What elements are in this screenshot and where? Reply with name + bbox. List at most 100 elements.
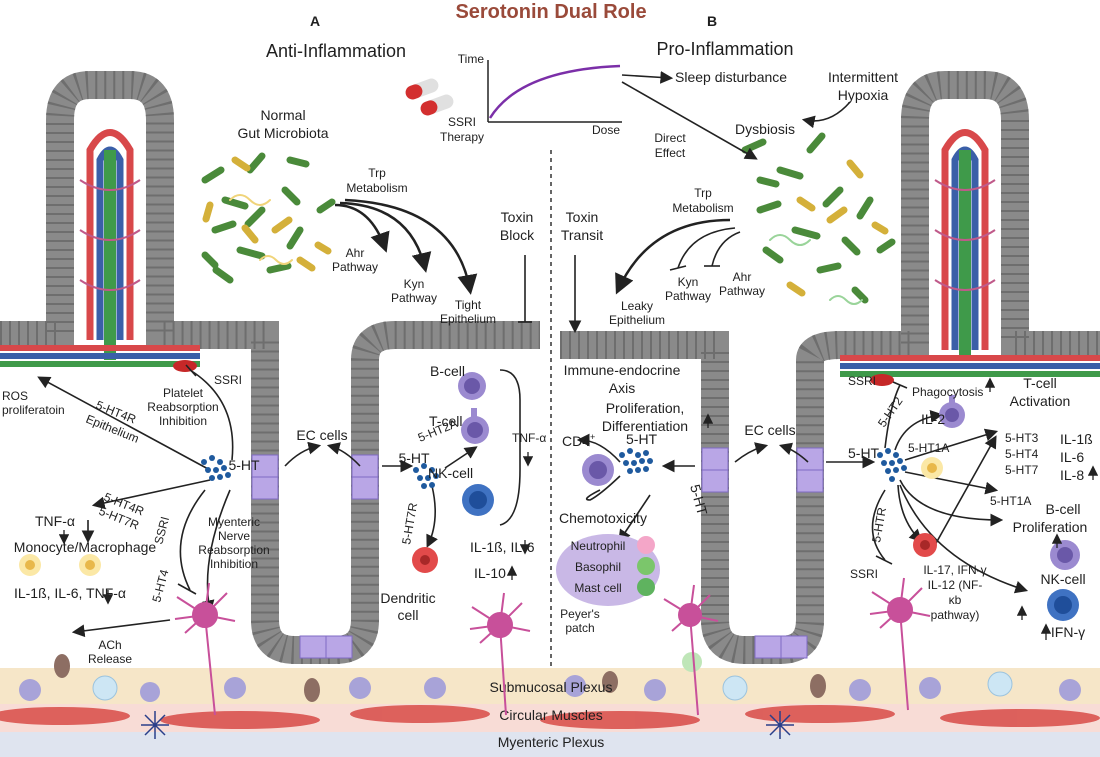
il17-label-4: pathway) bbox=[931, 608, 980, 622]
myenteric-label-4: Inhibition bbox=[210, 557, 258, 571]
ht7-label: 5-HT7 bbox=[1005, 463, 1039, 477]
pill-icon bbox=[405, 78, 454, 116]
serotonin-label-right-2: 5-HT bbox=[687, 483, 711, 518]
tnf-label-left: TNF-α bbox=[35, 513, 75, 529]
muscle-cells bbox=[0, 705, 1100, 729]
dendritic-label-2: cell bbox=[397, 607, 418, 623]
toxin-block-label-2: Block bbox=[500, 227, 535, 243]
layer-myenteric: Myenteric Plexus bbox=[498, 734, 605, 750]
il8-label: IL-8 bbox=[1060, 467, 1084, 483]
graph-y-label: Time bbox=[458, 52, 485, 66]
ssri-label-right-low: SSRI bbox=[850, 567, 878, 581]
kyn-label-r1: Kyn bbox=[678, 275, 699, 289]
trp-label-1: Trp bbox=[368, 166, 386, 180]
basophil-label: Basophil bbox=[575, 560, 621, 574]
toxin-block-label-1: Toxin bbox=[501, 209, 534, 225]
platelet-label-3: Inhibition bbox=[159, 414, 207, 428]
platelet bbox=[173, 360, 197, 372]
tight-label-2: Epithelium bbox=[440, 312, 496, 326]
cytokine-label-left: IL-1ß, IL-6, TNF-α bbox=[14, 585, 126, 601]
chemotoxicity-label: Chemotoxicity bbox=[559, 510, 647, 526]
tnfa-label-left: TNF-α bbox=[512, 431, 546, 445]
axis-label-2: Axis bbox=[609, 380, 635, 396]
platelet-label-2: Reabsorption bbox=[147, 400, 218, 414]
ec-cells-label-right: EC cells bbox=[744, 422, 795, 438]
panel-b-label: B bbox=[707, 13, 717, 29]
graph-drug-label-1: SSRI bbox=[448, 115, 476, 129]
left-epithelium bbox=[0, 71, 540, 664]
right-epithelium bbox=[560, 71, 1100, 664]
tcell-label: T-cell bbox=[429, 413, 462, 429]
ht1a-label: 5-HT1A bbox=[908, 441, 949, 455]
htr-label: 5-HTR bbox=[869, 506, 889, 544]
il16-label: IL-1ß, IL-6 bbox=[470, 539, 535, 555]
bcell-prolif-label-1: B-cell bbox=[1045, 501, 1080, 517]
ahr-label-r2: Pathway bbox=[719, 284, 765, 298]
trp-label-2: Metabolism bbox=[346, 181, 407, 195]
layer-circular: Circular Muscles bbox=[499, 707, 602, 723]
ssri-curve bbox=[488, 64, 621, 119]
cd4-label: CD4+ bbox=[562, 432, 595, 449]
kyn-label-r2: Pathway bbox=[665, 289, 711, 303]
tcell-activation-label-2: Activation bbox=[1010, 393, 1071, 409]
direct-label-1: Direct bbox=[654, 131, 686, 145]
dendritic-label-1: Dendritic bbox=[380, 590, 435, 606]
ros-label-1: ROS bbox=[2, 389, 28, 403]
ssri-label-mid: SSRI bbox=[151, 515, 172, 546]
platelet-label-1: Platelet bbox=[163, 386, 204, 400]
right-arrows bbox=[568, 71, 1029, 594]
trend-arrows bbox=[58, 377, 1099, 640]
prolif-label-1: Proliferation, bbox=[606, 400, 685, 416]
nkcell-label: NK-cell bbox=[428, 465, 473, 481]
leaky-label-1: Leaky bbox=[621, 299, 653, 313]
bcell-prolif-label-2: Proliferation bbox=[1013, 519, 1088, 535]
ahr-label-r1: Ahr bbox=[733, 270, 752, 284]
serotonin-clusters bbox=[201, 448, 907, 489]
toxin-transit-label-2: Transit bbox=[561, 227, 603, 243]
hypoxia-label-1: Intermittent bbox=[828, 69, 898, 85]
serotonin-label-left-2: 5-HT bbox=[398, 450, 430, 466]
il17-label-3: κb bbox=[949, 593, 962, 607]
bcell-label: B-cell bbox=[430, 363, 465, 379]
nkcell-label-right: NK-cell bbox=[1040, 571, 1085, 587]
graph-drug-label-2: Therapy bbox=[440, 130, 484, 144]
myenteric-label-2: Nerve bbox=[218, 529, 250, 543]
monocyte-label: Monocyte/Macrophage bbox=[14, 539, 157, 555]
il10-label: IL-10 bbox=[474, 565, 506, 581]
lacteal bbox=[104, 150, 116, 360]
serotonin-label-right-1: 5-HT bbox=[626, 431, 658, 447]
kyn-label-1: Kyn bbox=[404, 277, 425, 291]
ht3-label: 5-HT3 bbox=[1005, 431, 1039, 445]
serotonin-label-left-1: 5-HT bbox=[228, 457, 260, 473]
panel-a-heading: Anti-Inflammation bbox=[266, 41, 406, 61]
leaky-label-2: Epithelium bbox=[609, 313, 665, 327]
serotonin-label-right-4: 5-HT bbox=[848, 445, 880, 461]
microbiota-label-1: Normal bbox=[260, 107, 305, 123]
axis-label-1: Immune-endocrine bbox=[564, 362, 681, 378]
panel-a-label: A bbox=[310, 13, 320, 29]
r7r-label: 5-HT7R bbox=[399, 501, 420, 545]
mast-cell-label: Mast cell bbox=[574, 581, 621, 595]
graph-x-label: Dose bbox=[592, 123, 620, 137]
ahr-label-2: Pathway bbox=[332, 260, 378, 274]
ht2-label: 5-HT2 bbox=[875, 394, 906, 430]
ssri-graph: Time Dose SSRI Therapy bbox=[405, 52, 622, 144]
il17-label-2: IL-12 (NF- bbox=[928, 578, 983, 592]
hypoxia-label-2: Hypoxia bbox=[838, 87, 889, 103]
layer-submucosal: Submucosal Plexus bbox=[490, 679, 613, 695]
ach-label-2: Release bbox=[88, 652, 132, 666]
neutrophil-label: Neutrophil bbox=[571, 539, 626, 553]
submucosal-cells bbox=[19, 652, 1081, 702]
panel-b-heading: Pro-Inflammation bbox=[656, 39, 793, 59]
right-labels: Sleep disturbance Intermittent Hypoxia D… bbox=[559, 69, 1093, 640]
submucosal-band bbox=[0, 668, 1100, 704]
left-arrows bbox=[37, 198, 532, 638]
ht1a-b-label: 5-HT1A bbox=[990, 494, 1031, 508]
ht4r-label: 5-HT4 bbox=[1005, 447, 1039, 461]
dysbiosis-label: Dysbiosis bbox=[735, 121, 795, 137]
trp-label-r2: Metabolism bbox=[672, 201, 733, 215]
il6-label: IL-6 bbox=[1060, 449, 1084, 465]
direct-label-2: Effect bbox=[655, 146, 686, 160]
